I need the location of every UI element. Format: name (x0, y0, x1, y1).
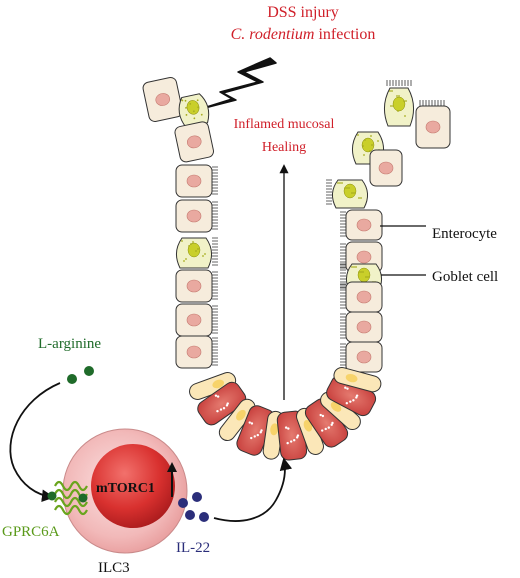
nucleus (345, 373, 358, 383)
paneth-cell (197, 381, 247, 426)
mtorc1-label: mTORC1 (96, 481, 155, 496)
goblet-cell-label: Goblet cell (432, 269, 498, 285)
enterocyte-cell (175, 303, 218, 337)
stem-cell (218, 398, 256, 441)
nucleus (356, 320, 372, 334)
il22-molecule (185, 510, 195, 520)
nucleus (303, 419, 313, 432)
nucleus (186, 313, 202, 327)
right-top-cell-group (352, 80, 451, 187)
stem-cell (333, 367, 382, 393)
enterocyte-cell (175, 199, 218, 233)
microvilli (212, 201, 218, 230)
nucleus (270, 423, 279, 436)
nucleus (155, 93, 170, 106)
nucleus (330, 401, 342, 412)
goblet-granule (361, 137, 375, 153)
il22-arrow (213, 457, 293, 522)
goblet-cell (384, 87, 414, 127)
injury-title: DSS injury (267, 4, 339, 21)
microvilli (340, 283, 346, 309)
microvilli (212, 237, 218, 266)
enterocyte-cell (175, 164, 218, 198)
enterocyte-cell (415, 105, 451, 149)
lightning-bolt-icon (196, 57, 277, 111)
goblet-granule (357, 267, 371, 283)
nucleus (356, 250, 372, 264)
microvilli (212, 166, 218, 195)
enterocyte-cell (340, 311, 383, 343)
il22-molecule (178, 498, 188, 508)
microvilli (419, 100, 445, 106)
enterocyte-cell (340, 281, 383, 313)
enterocyte-cell (175, 269, 218, 303)
goblet-granule (343, 183, 357, 199)
ilc3-label: ILC3 (98, 560, 130, 576)
paneth-cell (236, 405, 275, 456)
goblet-granule (392, 96, 406, 112)
microvilli (212, 271, 218, 300)
microvilli (212, 337, 218, 366)
enterocyte-cell (340, 209, 383, 241)
nucleus (186, 279, 202, 293)
enterocyte-label: Enterocyte (432, 226, 497, 242)
l-arginine-molecule (84, 366, 94, 376)
nucleus (212, 379, 225, 389)
crypt-base (189, 367, 382, 461)
stem-cell (296, 407, 324, 455)
goblet-granule (187, 242, 201, 258)
gprc6a-receptor (47, 480, 88, 516)
nucleus (236, 409, 246, 421)
nucleus (378, 161, 394, 175)
nucleus (186, 209, 202, 223)
nucleus (356, 218, 372, 232)
enterocyte-cell (369, 149, 403, 187)
injury-species: C. rodentium (231, 26, 315, 43)
nucleus (186, 135, 202, 149)
microvilli (386, 80, 412, 86)
ilc3-nucleus (91, 444, 175, 528)
inflamed-mucosal-label: Inflamed mucosal (234, 117, 335, 132)
enterocyte-cell (142, 77, 183, 122)
microvilli (340, 343, 346, 369)
il22-molecule (192, 492, 202, 502)
microvilli (340, 263, 346, 289)
nucleus (425, 120, 441, 134)
l-arginine-label: L-arginine (38, 336, 101, 352)
enterocyte-cell (174, 121, 214, 163)
microvilli (340, 313, 346, 339)
microvilli (326, 179, 332, 205)
nucleus (186, 174, 202, 188)
goblet-cell (176, 237, 218, 269)
il22-label: IL-22 (176, 540, 210, 556)
microvilli (212, 305, 218, 334)
l-arginine-molecule (67, 374, 77, 384)
l-arginine-arrow (9, 382, 61, 502)
nucleus (356, 350, 372, 364)
crypt-right-wall (326, 80, 451, 373)
injury-subtitle: C. rodentium infection (231, 26, 376, 43)
nucleus (356, 290, 372, 304)
gprc6a-label: GPRC6A (2, 524, 60, 540)
enterocyte-cell (340, 341, 383, 373)
microvilli (340, 243, 346, 269)
il22-molecule (199, 512, 209, 522)
nucleus (186, 345, 202, 359)
damaged-cell-group (142, 77, 214, 163)
enterocyte-cell (175, 335, 218, 369)
goblet-cell (326, 179, 368, 209)
injury-infection: infection (314, 26, 375, 43)
stem-cell (320, 391, 361, 431)
crypt-left-wall (142, 77, 218, 369)
microvilli (340, 211, 346, 237)
healing-label: Healing (262, 140, 306, 155)
mtorc1-up-arrow-icon (167, 462, 177, 497)
goblet-cell (178, 93, 210, 128)
